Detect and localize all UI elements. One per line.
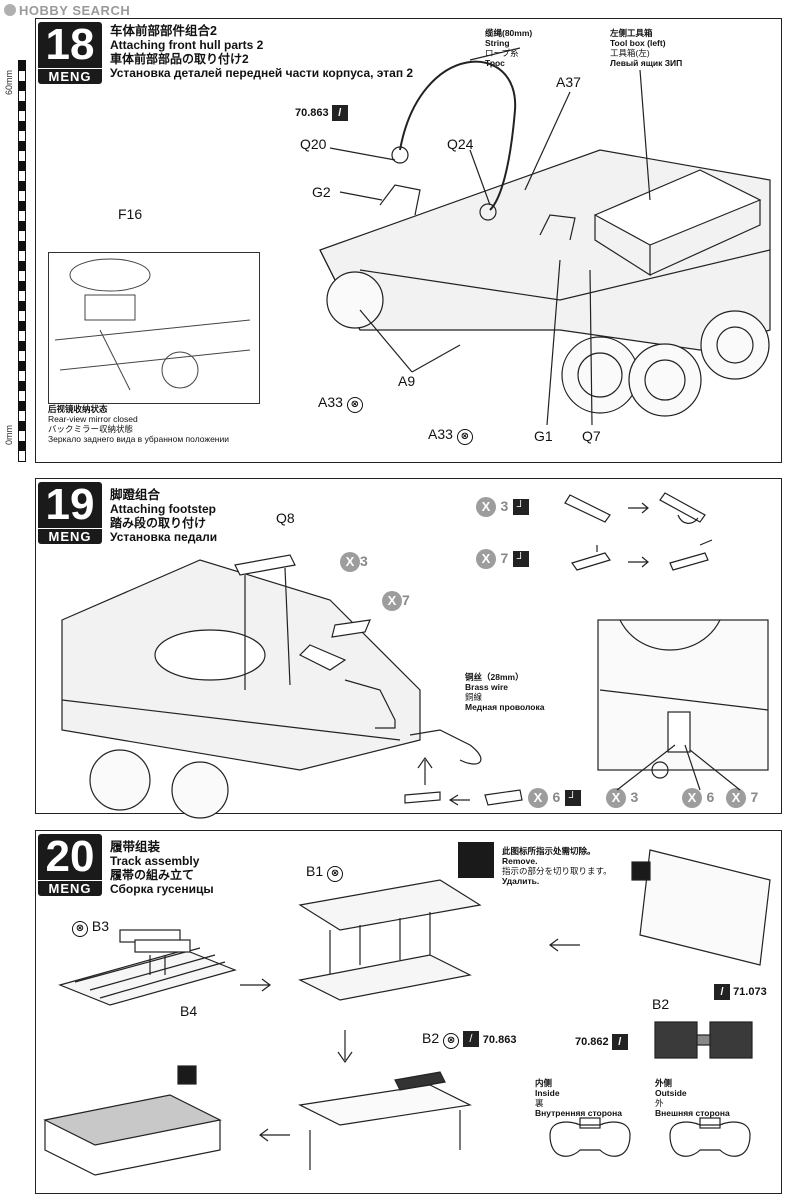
inset-callout-7: X 7 <box>726 788 758 808</box>
paint-code-70862: 70.862 / <box>575 1034 628 1050</box>
x-marker-icon: X <box>382 591 402 611</box>
remove-icon <box>458 842 494 878</box>
part-label-g2: G2 <box>312 184 331 200</box>
remove-legend: 此图标所指示处需切除。Remove.指示の部分を切り取ります。Удалить. <box>502 846 612 886</box>
inset-callout-6: X 6 <box>682 788 714 808</box>
bend-tool-icon: ┘ <box>564 789 581 806</box>
cut-marker-icon: ⊗ <box>72 921 88 937</box>
title-ru: Установка педали <box>110 530 218 544</box>
x-marker-icon: X <box>682 788 702 808</box>
step-20-badge: 20 MENG <box>38 834 102 896</box>
bend-callout-7: X 7 ┘ <box>476 549 529 569</box>
title-jp: 踏み段の取り付け <box>110 516 207 530</box>
part-label-a33-right: A33 ⊗ <box>428 426 473 445</box>
cut-marker-icon: ⊗ <box>443 1033 460 1049</box>
bend-tool-icon: ┘ <box>512 498 529 515</box>
step-19-badge: 19 MENG <box>38 482 102 544</box>
paint-code-label: 70.863 / <box>295 105 348 121</box>
brand-logo: MENG <box>38 528 102 545</box>
title-ru: Сборка гусеницы <box>110 882 214 896</box>
bend-tool-icon: ┘ <box>512 550 529 567</box>
step-number: 20 <box>45 832 95 881</box>
watermark: HOBBY SEARCH <box>4 3 130 18</box>
paint-brush-icon: / <box>714 984 730 1000</box>
part-label-a9: A9 <box>398 373 416 389</box>
cut-marker-icon: ⊗ <box>327 866 344 882</box>
step-18-title: 车体前部部件组合2 Attaching front hull parts 2 車… <box>110 24 413 80</box>
step-19-title: 脚蹬组合 Attaching footstep 踏み段の取り付け Установ… <box>110 488 217 544</box>
step-number: 18 <box>45 20 95 69</box>
title-ru: Установка деталей передней части корпуса… <box>110 66 414 80</box>
title-en: Attaching footstep <box>110 502 216 516</box>
part-label-b3: ⊗ B3 <box>72 918 109 937</box>
cut-marker-icon: ⊗ <box>456 429 473 445</box>
x-marker-icon: X <box>340 552 360 572</box>
x-marker-icon: X <box>726 788 746 808</box>
step-number: 19 <box>45 480 95 529</box>
paint-brush-icon: / <box>611 1034 628 1050</box>
step-18-badge: 18 MENG <box>38 22 102 84</box>
x-marker-icon: X <box>476 549 496 569</box>
part-label-f16: F16 <box>118 206 143 222</box>
title-cn: 履带组装 <box>110 840 161 854</box>
part-label-a37: A37 <box>556 74 581 90</box>
part-label-q7: Q7 <box>582 428 601 444</box>
title-jp: 車体前部部品の取り付け2 <box>110 52 249 66</box>
part-label-a33-left: A33 ⊗ <box>318 394 363 413</box>
brand-logo: MENG <box>38 880 102 897</box>
inset-callout-3: X 3 <box>606 788 638 808</box>
mirror-inset-frame <box>48 252 260 404</box>
x-marker-icon: X <box>476 497 496 517</box>
title-cn: 车体前部部件组合2 <box>110 24 217 38</box>
part-label-q8: Q8 <box>276 510 295 526</box>
brand-logo: MENG <box>38 68 102 85</box>
part-label-b4: B4 <box>180 1003 198 1019</box>
step-20-title: 履带组装 Track assembly 履帯の組み立て Сборка гусен… <box>110 840 214 896</box>
title-cn: 脚蹬组合 <box>110 488 161 502</box>
part-label-b2-assembly: B2 ⊗ / 70.863 <box>422 1030 516 1049</box>
hobbysearch-logo-icon <box>4 4 16 16</box>
cut-marker-icon: ⊗ <box>346 397 363 413</box>
x-marker-icon: X <box>606 788 626 808</box>
step-18-hull-illustration <box>54 47 771 426</box>
paint-code-71073: / 71.073 <box>714 984 767 1000</box>
x-marker-icon: X <box>528 788 548 808</box>
title-en: Attaching front hull parts 2 <box>110 38 264 52</box>
step-19-footstep-illustration <box>61 492 769 819</box>
part-label-b2-detail: B2 <box>652 996 670 1012</box>
scale-ruler <box>18 60 26 462</box>
bend-callout-3: X 3 ┘ <box>476 497 529 517</box>
title-jp: 履帯の組み立て <box>110 868 195 882</box>
part-label-q24: Q24 <box>447 136 474 152</box>
part-label-q20: Q20 <box>300 136 327 152</box>
part-label-g1: G1 <box>534 428 553 444</box>
title-en: Track assembly <box>110 854 200 868</box>
part-callout-6: X 6 ┘ <box>528 788 581 808</box>
paint-brush-icon: / <box>462 1031 479 1048</box>
paint-brush-icon: / <box>331 105 348 121</box>
part-label-b1: B1 ⊗ <box>306 863 344 882</box>
